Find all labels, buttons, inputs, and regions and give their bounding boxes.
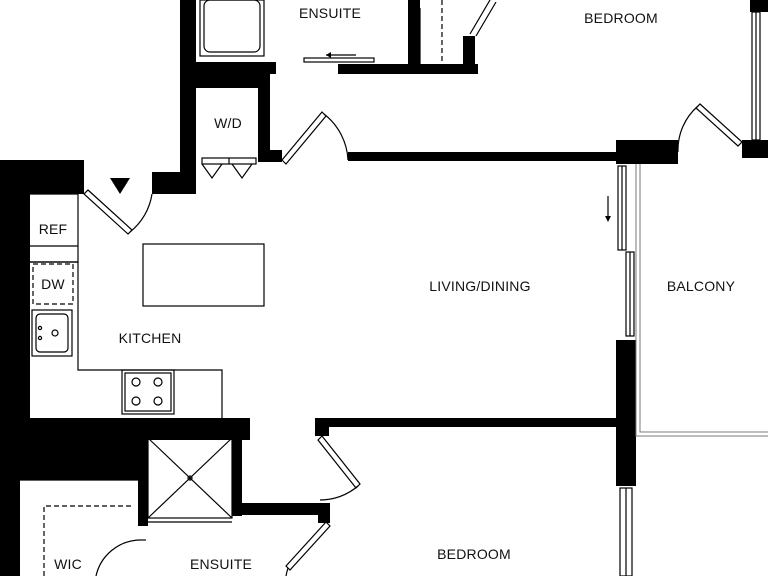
- wall-shower-left: [138, 436, 148, 526]
- wall-wd-right-foot: [258, 150, 282, 162]
- bathtub: [199, 0, 265, 57]
- label-bedroom-bottom: BEDROOM: [437, 546, 511, 562]
- windows: [617, 11, 768, 576]
- stove: [121, 369, 175, 415]
- wall-shower-right: [232, 436, 242, 516]
- wall-entry-stub: [152, 172, 196, 194]
- label-wic: WIC: [54, 556, 82, 572]
- ensuite-sliding-door: [303, 57, 375, 63]
- label-balcony: BALCONY: [667, 278, 736, 294]
- label-wd: W/D: [214, 115, 242, 131]
- bedroom-top-door: [695, 103, 743, 147]
- shower: [147, 437, 233, 519]
- dishwasher: [32, 263, 74, 305]
- bedroom-bottom-door: [317, 435, 361, 489]
- wall-ensuite-right-vertical: [408, 0, 420, 70]
- kitchen-island: [142, 243, 265, 307]
- wall-wd-top: [196, 74, 270, 88]
- entry-door: [83, 189, 133, 235]
- label-dw: DW: [41, 276, 65, 292]
- wall-living-top: [348, 152, 618, 161]
- wall-bedroom-top: [315, 418, 635, 427]
- room-labels: ENSUITE CL BEDROOM W/D REF DW KITCHEN LI…: [39, 0, 736, 572]
- wall-top-ensuite-bottom: [180, 62, 276, 74]
- fixtures: [20, 0, 611, 576]
- label-closet-top: CL: [449, 0, 467, 1]
- wall-bedroom-window-post: [750, 0, 768, 12]
- wic-door: [95, 539, 141, 576]
- wall-wic-left: [0, 480, 20, 576]
- label-living-dining: LIVING/DINING: [429, 278, 530, 294]
- label-ensuite-bottom: ENSUITE: [190, 556, 252, 572]
- entry-arrow-icon: [110, 178, 130, 194]
- ensuite-bottom-door: [285, 521, 331, 571]
- wall-wd-right: [258, 74, 270, 160]
- balcony-outline: [635, 164, 768, 437]
- wall-bedroom-right-pier: [742, 140, 768, 158]
- wall-kitchen-bottom-left: [0, 418, 140, 480]
- kitchen-sink: [31, 309, 73, 357]
- living-door-top: [281, 111, 327, 165]
- wall-ensuite-bottom-divider: [234, 503, 330, 515]
- wall-kitchen-top: [0, 160, 84, 194]
- wall-bedroom-top-stub: [315, 418, 329, 436]
- wic-shelf-dashed: [43, 505, 134, 576]
- label-bedroom-top: BEDROOM: [584, 10, 658, 26]
- label-ensuite-top: ENSUITE: [299, 5, 361, 21]
- label-kitchen: KITCHEN: [119, 330, 182, 346]
- wall-bedroom-door-stub: [318, 503, 330, 523]
- wall-wd-left: [180, 74, 196, 194]
- wall-living-top-pier: [616, 140, 678, 164]
- wall-living-right-lower: [616, 340, 636, 486]
- closet-top-door: [475, 1, 497, 37]
- wall-closet-right: [463, 36, 475, 74]
- doors: [83, 103, 743, 576]
- label-ref: REF: [39, 221, 68, 237]
